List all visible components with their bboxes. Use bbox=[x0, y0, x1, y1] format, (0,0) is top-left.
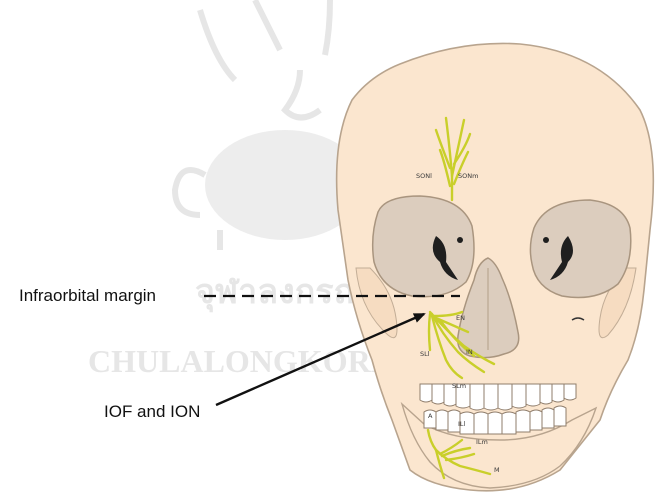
iof-and-ion-label: IOF and ION bbox=[104, 402, 200, 422]
label-ilm: ILm bbox=[476, 438, 488, 446]
label-soni: SONl bbox=[416, 172, 432, 180]
label-m: M bbox=[494, 466, 500, 474]
label-a: A bbox=[428, 412, 433, 420]
left-orbit bbox=[373, 196, 474, 297]
label-sli: SLl bbox=[420, 350, 430, 358]
watermark-crest bbox=[175, 0, 365, 250]
right-orbit bbox=[530, 200, 630, 298]
infraorbital-margin-label: Infraorbital margin bbox=[19, 286, 156, 306]
label-ili: ILl bbox=[458, 420, 466, 428]
label-en: EN bbox=[456, 314, 465, 322]
label-sonm: SONm bbox=[458, 172, 478, 180]
right-optic-canal bbox=[543, 237, 549, 243]
label-slm: SLm bbox=[452, 382, 466, 390]
left-optic-canal bbox=[457, 237, 463, 243]
label-in: IN bbox=[466, 348, 473, 356]
